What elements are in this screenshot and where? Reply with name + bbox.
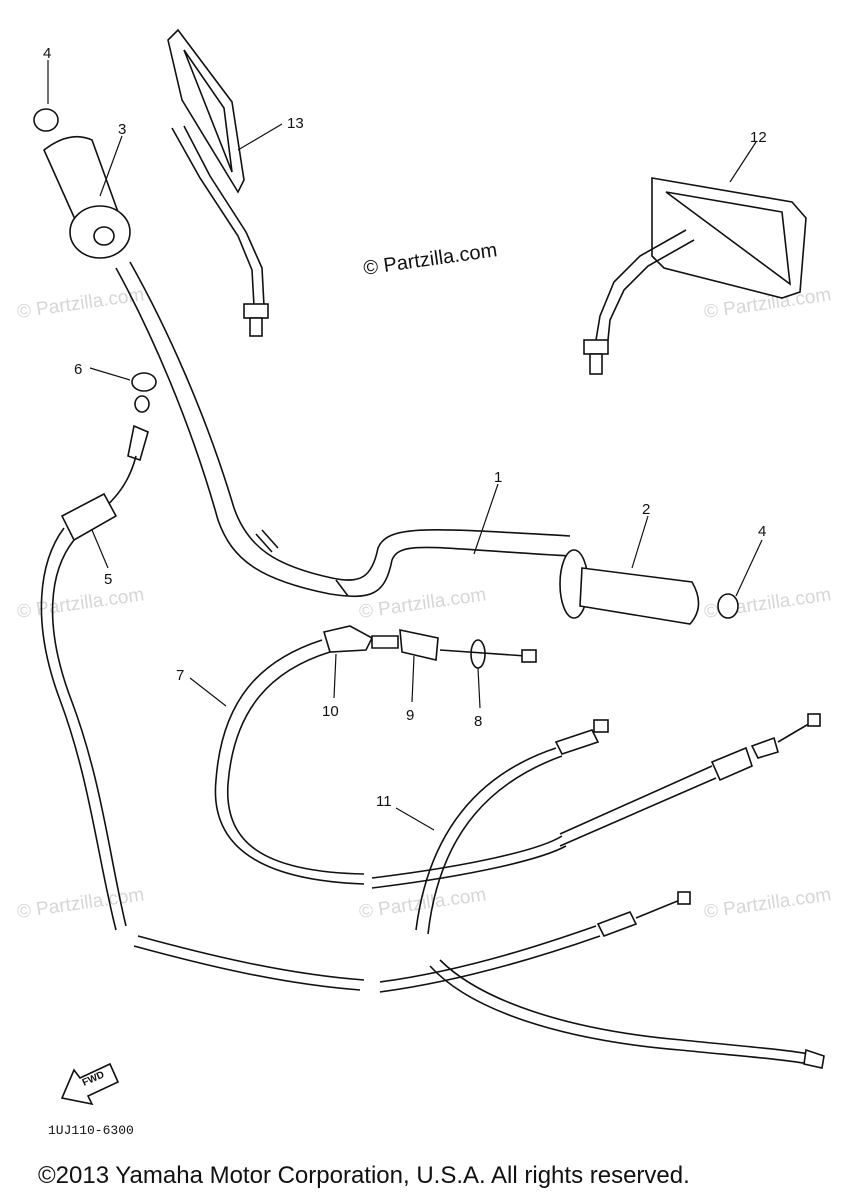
callout-5: 5 [104, 571, 112, 588]
watermark-text: © Partzilla.com [16, 584, 146, 623]
callout-numbers: 4 3 13 12 6 5 1 2 4 7 10 9 8 11 [43, 45, 767, 810]
callout-1-handlebar: 1 [494, 469, 502, 486]
left-mirror [167, 28, 269, 337]
callout-3-left-grip: 3 [118, 121, 126, 138]
center-cable [214, 625, 567, 889]
callout-11: 11 [376, 793, 392, 810]
fwd-arrow-icon: FWD [60, 1062, 120, 1106]
callout-4-left-cap: 4 [43, 45, 51, 62]
callout-8: 8 [474, 713, 482, 730]
leader-lines [47, 60, 763, 831]
callout-9: 9 [406, 707, 414, 724]
right-grip [559, 549, 739, 625]
callout-13-left-mirror: 13 [287, 115, 304, 132]
callout-7: 7 [176, 667, 184, 684]
watermark-text: © Partzilla.com [16, 284, 146, 323]
right-mirror [583, 177, 807, 375]
left-grip [33, 108, 131, 259]
callout-4-right-cap: 4 [758, 523, 766, 540]
callout-12-right-mirror: 12 [750, 129, 767, 146]
watermark-text: © Partzilla.com [358, 884, 488, 923]
watermark-text: © Partzilla.com [703, 884, 833, 923]
callout-10: 10 [322, 703, 339, 720]
callout-2-right-grip: 2 [642, 501, 650, 518]
callout-6: 6 [74, 361, 82, 378]
watermark-text: © Partzilla.com [16, 884, 146, 923]
copyright-notice: ©2013 Yamaha Motor Corporation, U.S.A. A… [38, 1162, 690, 1189]
handlebar [115, 261, 571, 598]
throttle-cables [379, 713, 825, 1069]
drawing-code: 1UJ110-6300 [48, 1123, 134, 1138]
left-cable [40, 372, 365, 991]
